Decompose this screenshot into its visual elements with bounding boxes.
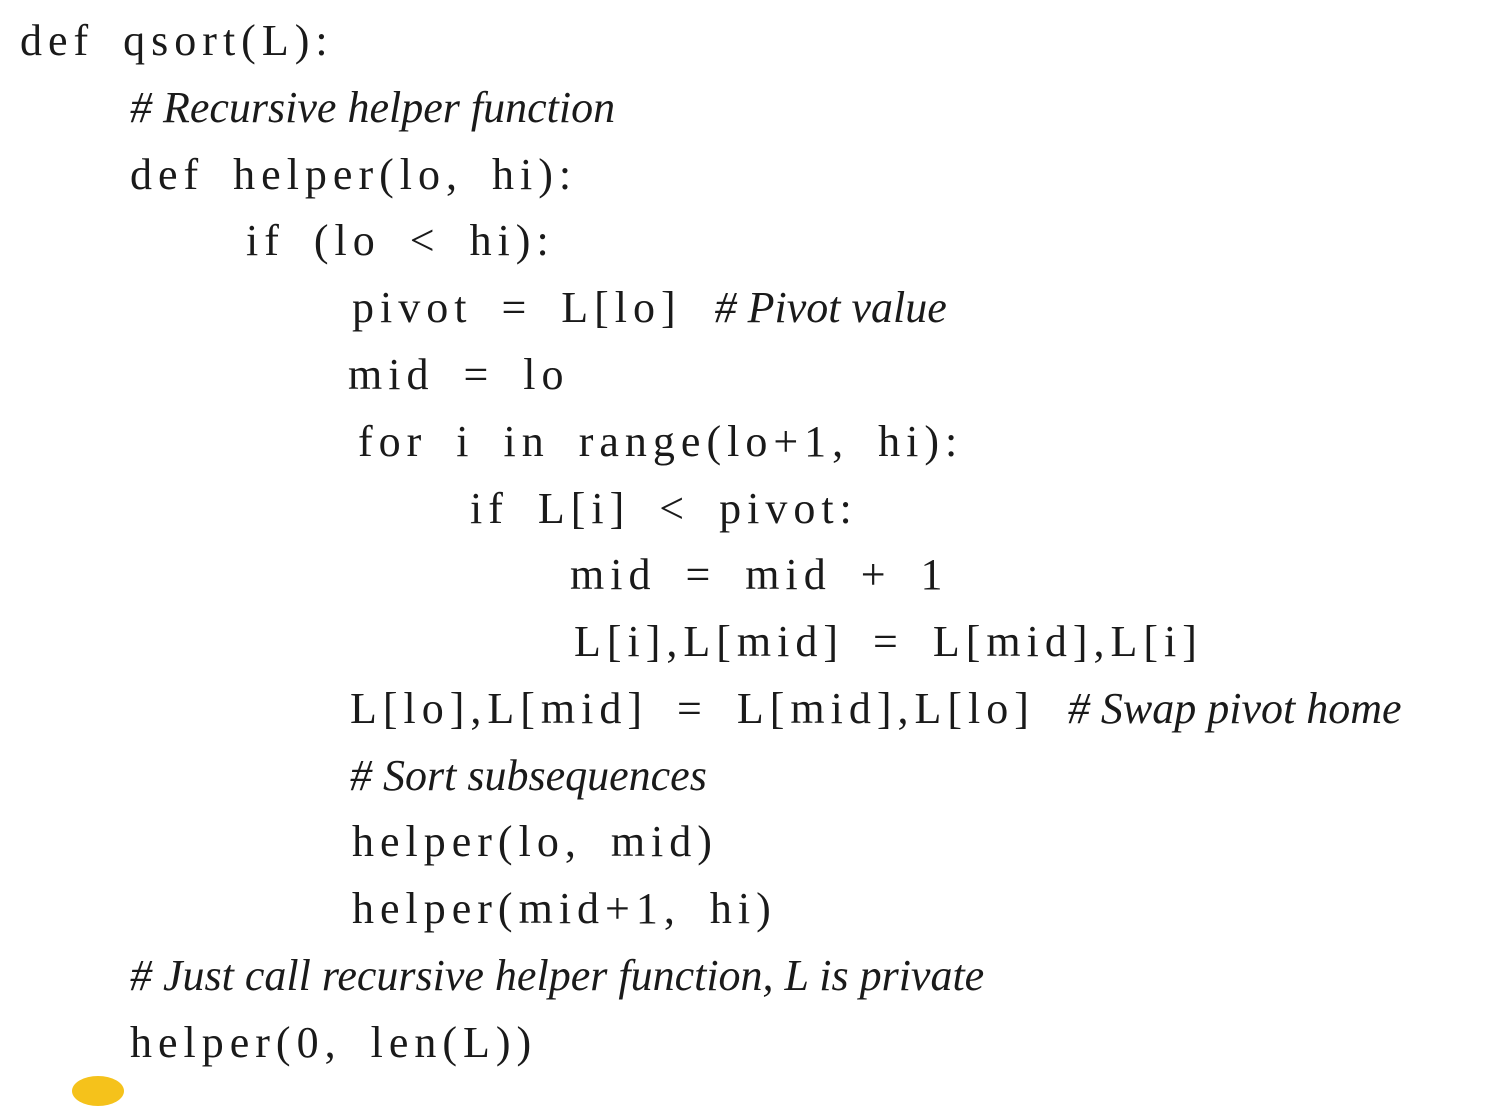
code-comment: # Just call recursive helper function, L… — [130, 951, 985, 1000]
code-comment: # Pivot value — [714, 283, 947, 332]
code-line: # Just call recursive helper function, L… — [130, 943, 984, 1009]
code-text: L[lo],L[mid] = L[mid],L[lo] — [350, 684, 1035, 733]
code-line: helper(0, len(L)) — [130, 1010, 537, 1076]
code-text: def helper(lo, hi): — [130, 150, 578, 199]
code-text: mid = mid + 1 — [570, 550, 949, 599]
code-text: pivot = L[lo] — [352, 283, 682, 332]
code-comment: # Recursive helper function — [130, 83, 616, 132]
code-line: # Sort subsequences — [350, 743, 707, 809]
highlight-blob — [72, 1076, 124, 1106]
code-text: if (lo < hi): — [246, 216, 555, 265]
code-comment: # Swap pivot home — [1067, 684, 1402, 733]
code-text: for i in range(lo+1, hi): — [358, 417, 964, 466]
code-comment: # Sort subsequences — [350, 751, 707, 800]
code-text: def qsort(L): — [20, 16, 334, 65]
code-line: for i in range(lo+1, hi): — [358, 409, 963, 475]
code-text: L[i],L[mid] = L[mid],L[i] — [574, 617, 1203, 666]
code-line: if (lo < hi): — [246, 208, 555, 274]
code-text: helper(lo, mid) — [352, 817, 718, 866]
code-line: pivot = L[lo] # Pivot value — [352, 275, 947, 341]
code-line: def qsort(L): — [20, 8, 334, 74]
code-line: L[i],L[mid] = L[mid],L[i] — [574, 609, 1203, 675]
code-text: if L[i] < pivot: — [470, 484, 858, 533]
code-line: # Recursive helper function — [130, 75, 615, 141]
code-text: helper(mid+1, hi) — [352, 884, 777, 933]
code-line: mid = lo — [348, 342, 570, 408]
code-line: helper(lo, mid) — [352, 809, 718, 875]
code-line: def helper(lo, hi): — [130, 142, 577, 208]
code-line: helper(mid+1, hi) — [352, 876, 777, 942]
code-line: if L[i] < pivot: — [470, 476, 858, 542]
code-line: mid = mid + 1 — [570, 542, 949, 608]
code-text: mid = lo — [348, 350, 570, 399]
code-text: helper(0, len(L)) — [130, 1018, 538, 1067]
code-line: L[lo],L[mid] = L[mid],L[lo] # Swap pivot… — [350, 676, 1402, 742]
